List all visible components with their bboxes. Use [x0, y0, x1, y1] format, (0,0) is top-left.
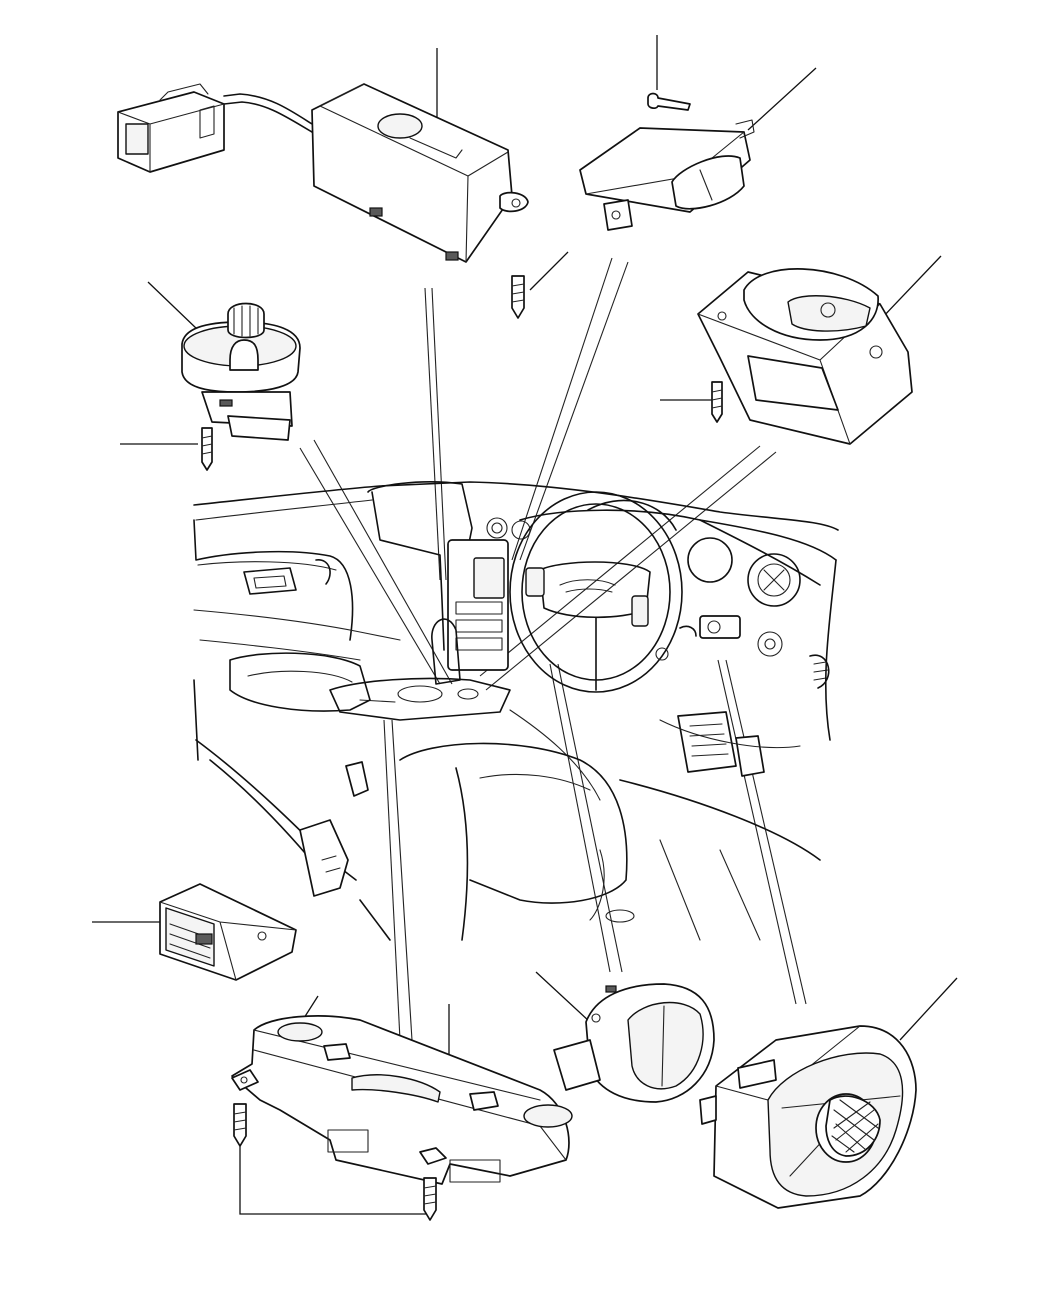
relay-module: [159, 883, 297, 981]
joystick-mirror-control: [181, 302, 301, 471]
car-interior: [193, 481, 839, 941]
steering-wheel-switch: [553, 983, 715, 1103]
control-module-with-harness: [117, 83, 529, 263]
location-lines: [299, 257, 807, 1041]
centre-console-switch-panel: [231, 1015, 573, 1221]
rocker-switch-top: [579, 92, 755, 231]
parking-brake-switch: [511, 268, 913, 445]
mirror-adjust-switch: [699, 1025, 917, 1209]
callout-leaders: [92, 35, 958, 1215]
